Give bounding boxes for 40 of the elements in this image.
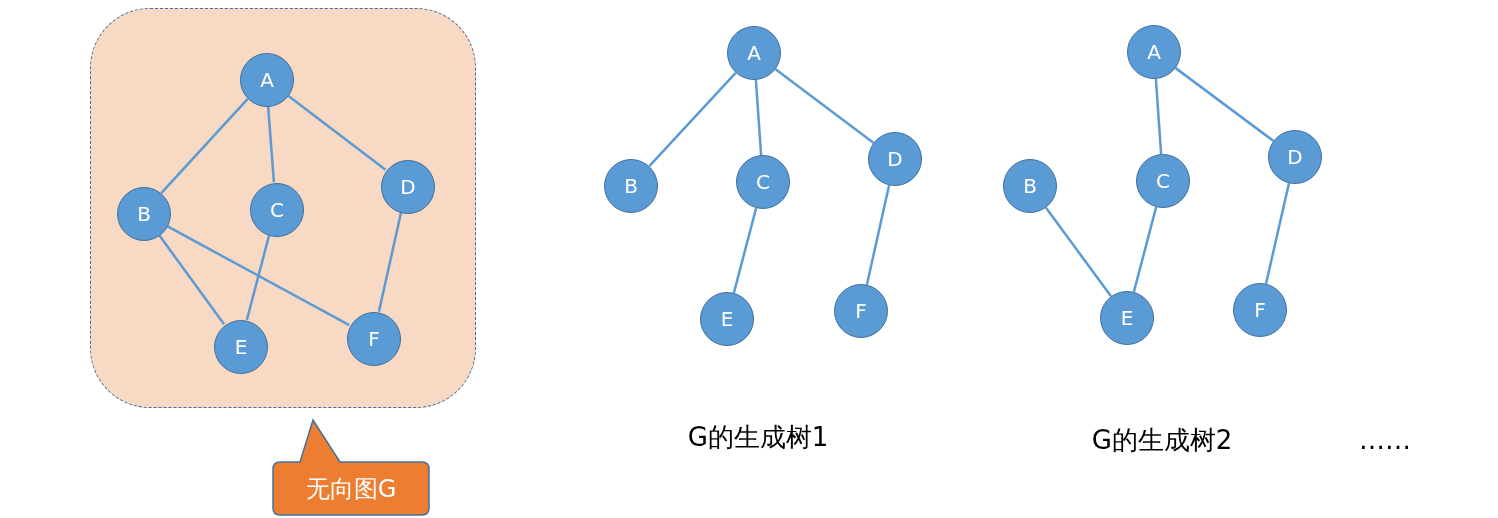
vertex-circle: B bbox=[604, 159, 658, 213]
vertex-circle: D bbox=[868, 132, 922, 186]
edge-line bbox=[1045, 207, 1112, 297]
edge-line bbox=[1154, 78, 1163, 155]
vertex-circle: F bbox=[347, 312, 401, 366]
vertex-circle: A bbox=[240, 53, 294, 107]
vertex-circle: A bbox=[1127, 25, 1181, 79]
vertex-circle: C bbox=[1136, 154, 1190, 208]
vertex-circle: B bbox=[117, 187, 171, 241]
ellipsis-text: …… bbox=[1359, 425, 1411, 455]
tree-caption: G的生成树1 bbox=[687, 420, 829, 454]
vertex-circle: C bbox=[736, 155, 790, 209]
vertex-circle: B bbox=[1003, 159, 1057, 213]
edge-line bbox=[648, 71, 737, 168]
edge-line bbox=[732, 207, 758, 294]
vertex-circle: E bbox=[700, 292, 754, 346]
vertex-circle: F bbox=[834, 284, 888, 338]
edge-line bbox=[286, 94, 387, 171]
callout-box: 无向图G bbox=[272, 418, 430, 516]
edge-line bbox=[377, 212, 403, 312]
tree-caption: G的生成树2 bbox=[1091, 423, 1233, 457]
edge-line bbox=[245, 234, 271, 321]
edge-line bbox=[754, 79, 763, 156]
graph-panel bbox=[90, 8, 476, 408]
edge-line bbox=[266, 105, 276, 183]
vertex-circle: C bbox=[250, 183, 304, 237]
vertex-circle: E bbox=[1100, 291, 1154, 345]
edge-line bbox=[865, 185, 891, 285]
edge-line bbox=[166, 224, 350, 327]
vertex-circle: A bbox=[727, 26, 781, 80]
edge-line bbox=[157, 234, 226, 325]
vertex-circle: F bbox=[1233, 283, 1287, 337]
edge-line bbox=[160, 98, 249, 194]
edge-line bbox=[1264, 183, 1291, 284]
edge-line bbox=[774, 68, 875, 144]
vertex-circle: E bbox=[214, 320, 268, 374]
vertex-circle: D bbox=[1268, 130, 1322, 184]
vertex-circle: D bbox=[381, 160, 435, 214]
edge-line bbox=[1174, 67, 1275, 142]
edge-line bbox=[1132, 206, 1158, 293]
